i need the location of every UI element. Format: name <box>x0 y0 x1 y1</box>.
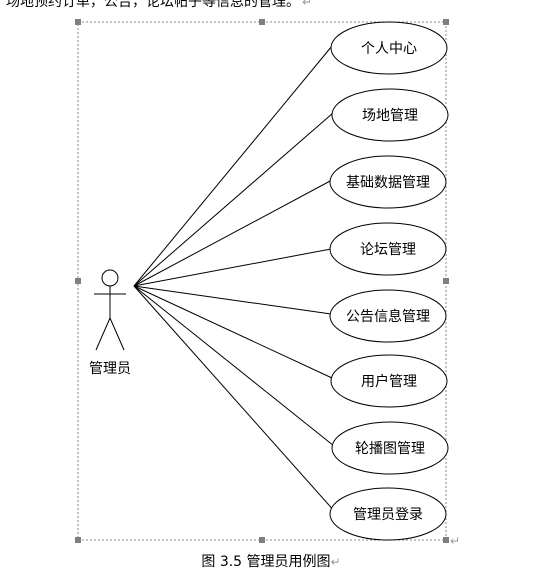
use-case-ellipse[interactable] <box>329 155 447 209</box>
use-case-ellipse[interactable] <box>330 354 448 408</box>
resize-handle-middle-right[interactable] <box>443 278 449 284</box>
use-case-label: 场地管理 <box>362 108 418 124</box>
resize-handle-bottom-center[interactable] <box>259 537 265 543</box>
association-line <box>133 285 335 447</box>
association-line <box>133 285 332 315</box>
association-line <box>133 285 333 379</box>
use-case-item[interactable]: 用户管理 <box>330 354 448 408</box>
top-paragraph-text: 场地预约订单，公告，论坛帖子等信息的管理。↵ <box>6 0 312 11</box>
association-line <box>133 45 333 287</box>
use-case-item[interactable]: 公告信息管理 <box>329 289 447 343</box>
actor-right-leg <box>109 317 125 351</box>
use-case-item[interactable]: 论坛管理 <box>329 222 447 276</box>
figure-caption-text: 图 3.5 管理员用例图 <box>201 554 331 570</box>
use-case-label: 管理员登录 <box>353 507 423 523</box>
association-line <box>133 179 333 287</box>
use-case-ellipse[interactable] <box>330 21 448 75</box>
resize-handle-top-left[interactable] <box>75 19 81 25</box>
resize-handle-middle-left[interactable] <box>75 278 81 284</box>
association-line <box>133 248 332 287</box>
use-case-label: 个人中心 <box>361 41 417 57</box>
use-case-item[interactable]: 轮播图管理 <box>331 421 449 475</box>
resize-handle-bottom-right[interactable] <box>443 537 449 543</box>
association-line <box>133 112 334 287</box>
use-case-label: 基础数据管理 <box>346 174 430 191</box>
figure-caption: 图 3.5 管理员用例图↵ <box>0 551 542 571</box>
use-case-item[interactable]: 个人中心 <box>330 21 448 75</box>
use-case-list: 个人中心 场地管理 基础数据管理 论坛管理 公告信息管理 用户管理 轮播图管理 <box>329 21 449 541</box>
association-line <box>133 285 337 514</box>
resize-handle-top-center[interactable] <box>259 19 265 25</box>
use-case-label: 轮播图管理 <box>355 441 425 457</box>
top-paragraph-content: 场地预约订单，公告，论坛帖子等信息的管理。 <box>6 0 300 10</box>
use-case-ellipse[interactable] <box>331 88 449 142</box>
actor-left-leg <box>95 317 111 351</box>
actor-head <box>101 269 119 287</box>
use-case-label: 论坛管理 <box>360 242 416 258</box>
use-case-ellipse[interactable] <box>329 487 447 541</box>
resize-handle-top-right[interactable] <box>443 19 449 25</box>
paragraph-mark-icon: ↵ <box>330 555 341 569</box>
use-case-label: 公告信息管理 <box>346 308 430 325</box>
resize-handle-bottom-left[interactable] <box>75 537 81 543</box>
use-case-item[interactable]: 基础数据管理 <box>329 155 447 209</box>
use-case-label: 用户管理 <box>361 373 417 390</box>
resize-handles[interactable] <box>75 19 449 543</box>
paragraph-mark-icon: ↵ <box>450 534 460 548</box>
use-case-item[interactable]: 管理员登录 <box>329 487 447 541</box>
association-lines <box>133 45 337 514</box>
use-case-ellipse[interactable] <box>331 421 449 475</box>
actor-label: 管理员 <box>89 361 131 377</box>
use-case-ellipse[interactable] <box>329 289 447 343</box>
paragraph-mark-icon: ↵ <box>302 0 313 9</box>
use-case-ellipse[interactable] <box>329 222 447 276</box>
use-case-item[interactable]: 场地管理 <box>331 88 449 142</box>
actor-figure-icon <box>94 269 126 351</box>
